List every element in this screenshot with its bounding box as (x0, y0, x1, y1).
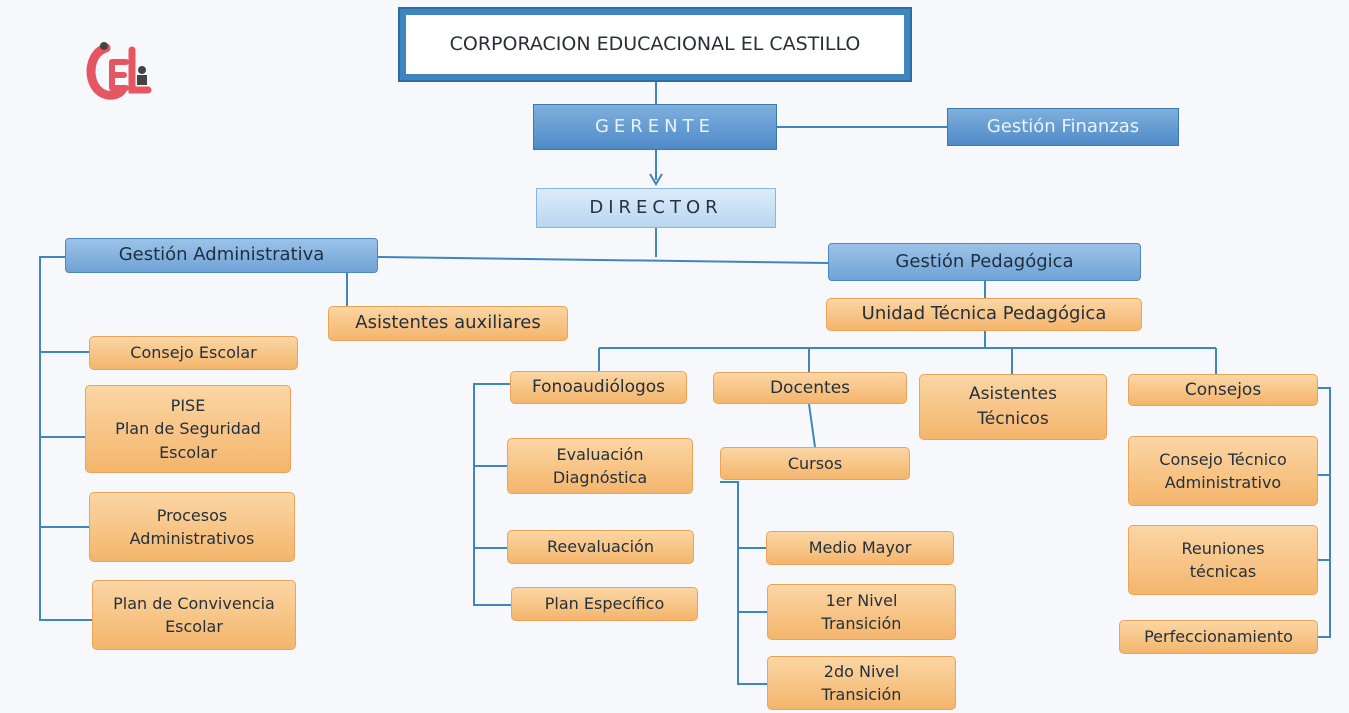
gestion-administrativa-box: Gestión Administrativa (65, 238, 378, 273)
admin-item-consejo-escolar: Consejo Escolar (89, 336, 298, 370)
admin-item-pise: PISE Plan de Seguridad Escolar (85, 385, 291, 473)
admin-item-convivencia: Plan de Convivencia Escolar (92, 580, 296, 650)
gestion-finanzas-box: Gestión Finanzas (947, 108, 1179, 146)
docentes-box: Docentes (713, 372, 907, 404)
consejo-item-tecnico: Consejo Técnico Administrativo (1128, 436, 1318, 506)
asistentes-auxiliares-box: Asistentes auxiliares (328, 306, 568, 341)
fono-item-plan-especifico: Plan Específico (511, 587, 698, 621)
fono-item-evaluacion: Evaluación Diagnóstica (507, 438, 693, 494)
utp-box: Unidad Técnica Pedagógica (826, 298, 1142, 331)
director-box: DIRECTOR (536, 188, 776, 228)
consejos-box: Consejos (1128, 374, 1318, 406)
consejo-item-perfeccionamiento: Perfeccionamiento (1119, 620, 1318, 654)
corporation-title: CORPORACION EDUCACIONAL EL CASTILLO (398, 7, 912, 82)
gestion-pedagogica-box: Gestión Pedagógica (828, 243, 1141, 281)
curso-item-medio-mayor: Medio Mayor (766, 531, 954, 565)
curso-item-1er-nivel: 1er Nivel Transición (767, 584, 956, 640)
asistentes-tecnicos-box: Asistentes Técnicos (919, 374, 1107, 440)
consejo-item-reuniones: Reuniones técnicas (1128, 525, 1318, 595)
fonoaudiologos-box: Fonoaudiólogos (510, 371, 687, 404)
gerente-box: GERENTE (533, 104, 777, 150)
fono-item-reevaluacion: Reevaluación (507, 530, 694, 564)
cel-logo (82, 38, 162, 108)
curso-item-2do-nivel: 2do Nivel Transición (767, 656, 956, 710)
admin-item-procesos: Procesos Administrativos (89, 492, 295, 562)
cursos-box: Cursos (720, 447, 910, 480)
